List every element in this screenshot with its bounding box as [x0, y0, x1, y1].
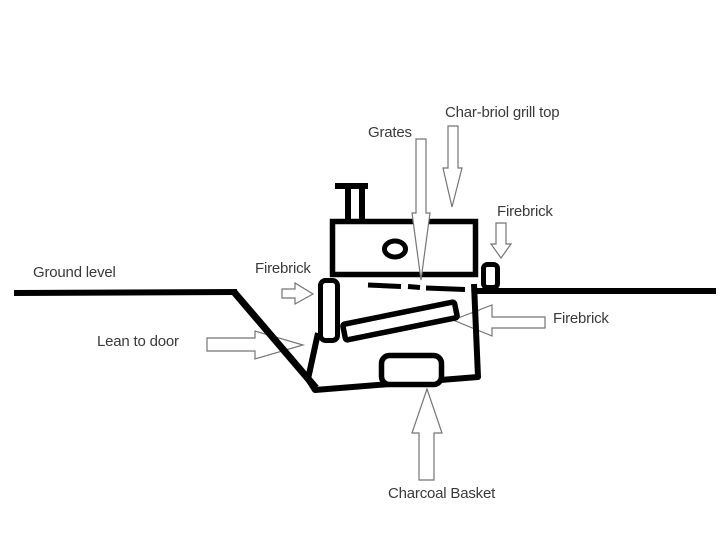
grill-top-label: Char-briol grill top: [445, 104, 560, 121]
firebrick-right-block: [481, 262, 500, 290]
pit-outline: [305, 283, 481, 393]
grate-dash: [407, 284, 421, 290]
grates-arrow: [411, 138, 431, 281]
grate-dash: [367, 282, 402, 289]
vent-hole: [382, 238, 408, 260]
firebrick-right-arrow: [451, 304, 546, 337]
firebrick-top-right-arrow: [489, 222, 513, 260]
firebrick-top-right-label: Firebrick: [497, 203, 553, 220]
ground-line-left: [13, 289, 238, 296]
grates-label: Grates: [368, 124, 412, 141]
structure-lines: [13, 183, 716, 393]
grate-dash: [425, 285, 466, 292]
charcoal-basket-arrow: [411, 387, 443, 481]
charcoal-basket-label: Charcoal Basket: [388, 485, 496, 502]
ground-level-label: Ground level: [33, 264, 116, 281]
grill-top-arrow: [442, 125, 463, 208]
lean-to-door-label: Lean to door: [97, 333, 179, 350]
chimney: [335, 183, 368, 220]
lean-to-door-arrow: [206, 330, 306, 360]
annotation-arrows-over: [281, 125, 513, 306]
firebrick-slab: [340, 299, 460, 343]
grate-dashes: [367, 282, 466, 292]
firebrick-left-arrow: [281, 281, 315, 306]
firebrick-left-label: Firebrick: [255, 260, 311, 277]
firebrick-right-label: Firebrick: [553, 310, 609, 327]
ground-ramp: [231, 289, 319, 391]
charcoal-basket-block: [378, 352, 445, 388]
grill-body: [329, 218, 479, 278]
firebrick-left-block: [318, 278, 340, 343]
